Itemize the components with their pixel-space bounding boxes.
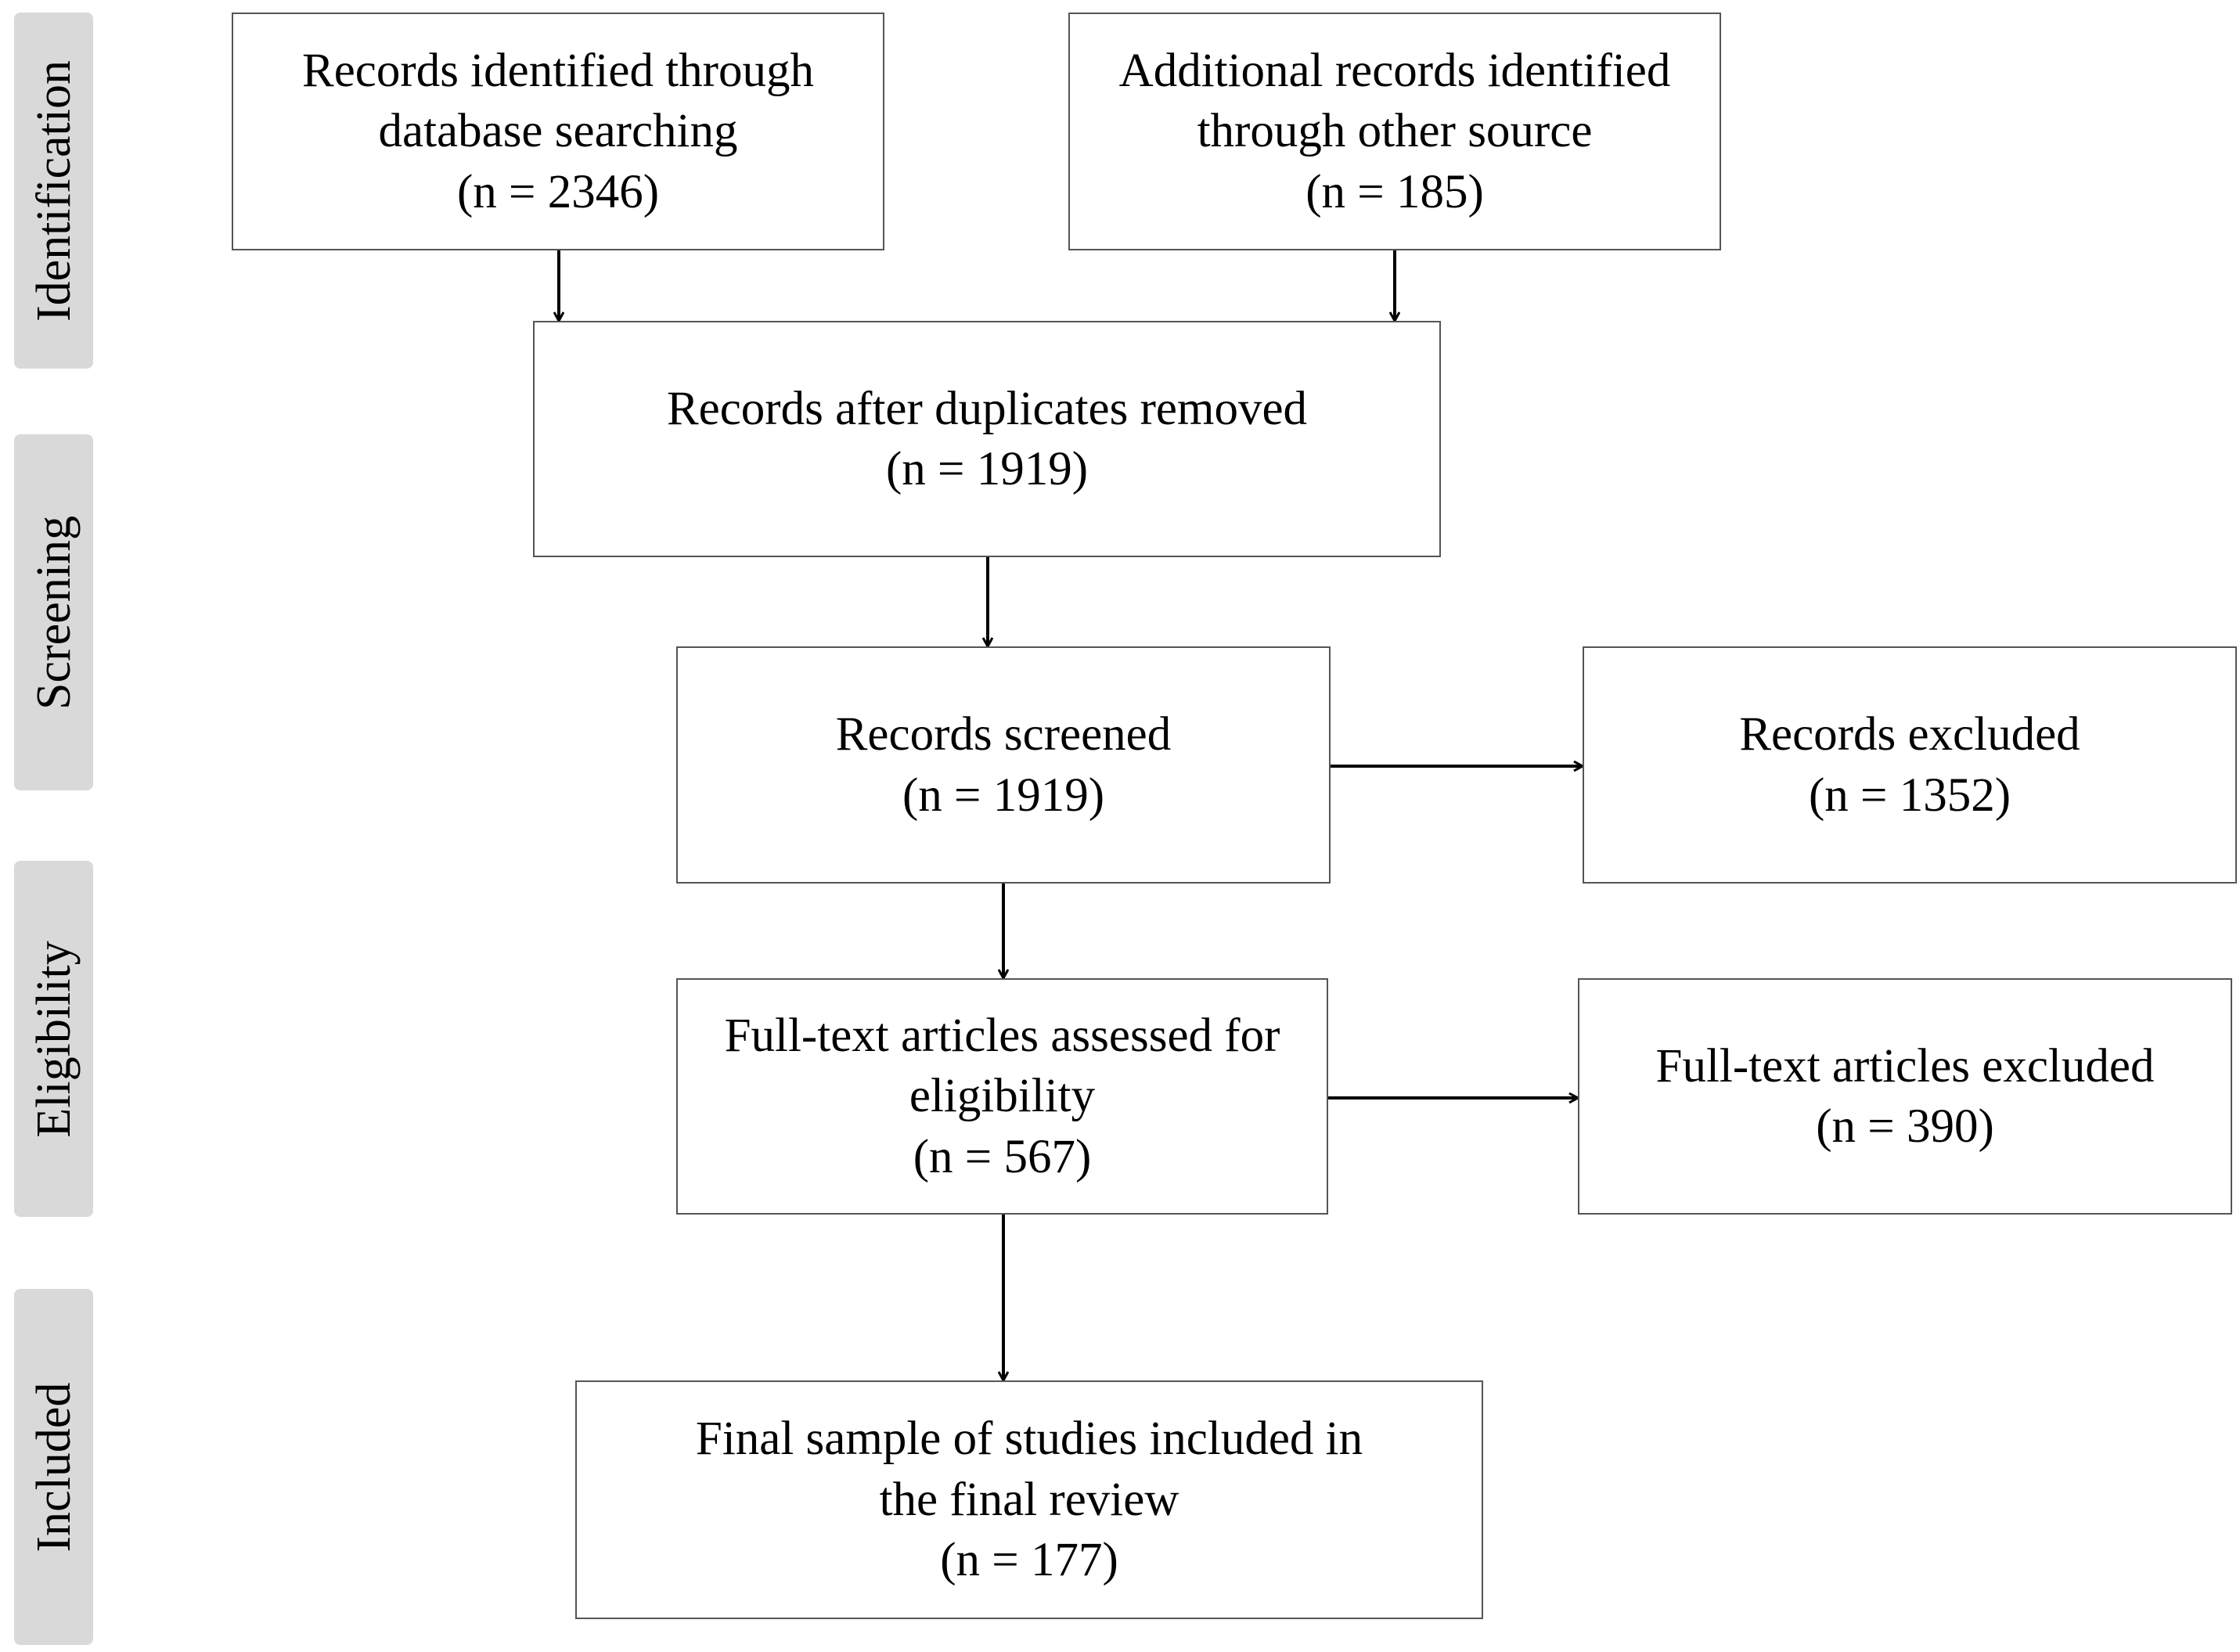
box-final-sample-text: Final sample of studies included in the … [695, 1413, 1363, 1587]
phase-identification: Identification [14, 13, 93, 369]
box-other-sources-text: Additional records identified through ot… [1118, 44, 1671, 218]
phase-screening: Screening [14, 434, 93, 790]
box-database-search-text: Records identified through database sear… [302, 44, 814, 218]
phase-included: Included [14, 1289, 93, 1645]
box-duplicates-removed: Records after duplicates removed (n = 19… [533, 321, 1441, 557]
box-fulltext-excluded: Full-text articles excluded (n = 390) [1578, 978, 2232, 1215]
box-records-screened-text: Records screened (n = 1919) [835, 708, 1172, 822]
box-final-sample: Final sample of studies included in the … [575, 1380, 1483, 1619]
box-duplicates-removed-text: Records after duplicates removed (n = 19… [666, 382, 1308, 495]
box-database-search: Records identified through database sear… [232, 13, 884, 250]
box-records-excluded: Records excluded (n = 1352) [1583, 646, 2237, 884]
box-other-sources: Additional records identified through ot… [1068, 13, 1721, 250]
box-records-screened: Records screened (n = 1919) [676, 646, 1331, 884]
phase-eligibility: Eligibility [14, 861, 93, 1217]
box-records-excluded-text: Records excluded (n = 1352) [1739, 708, 2080, 822]
box-fulltext-excluded-text: Full-text articles excluded (n = 390) [1655, 1039, 2155, 1153]
box-fulltext-assessed-text: Full-text articles assessed for eligibil… [724, 1009, 1280, 1183]
box-fulltext-assessed: Full-text articles assessed for eligibil… [676, 978, 1328, 1215]
